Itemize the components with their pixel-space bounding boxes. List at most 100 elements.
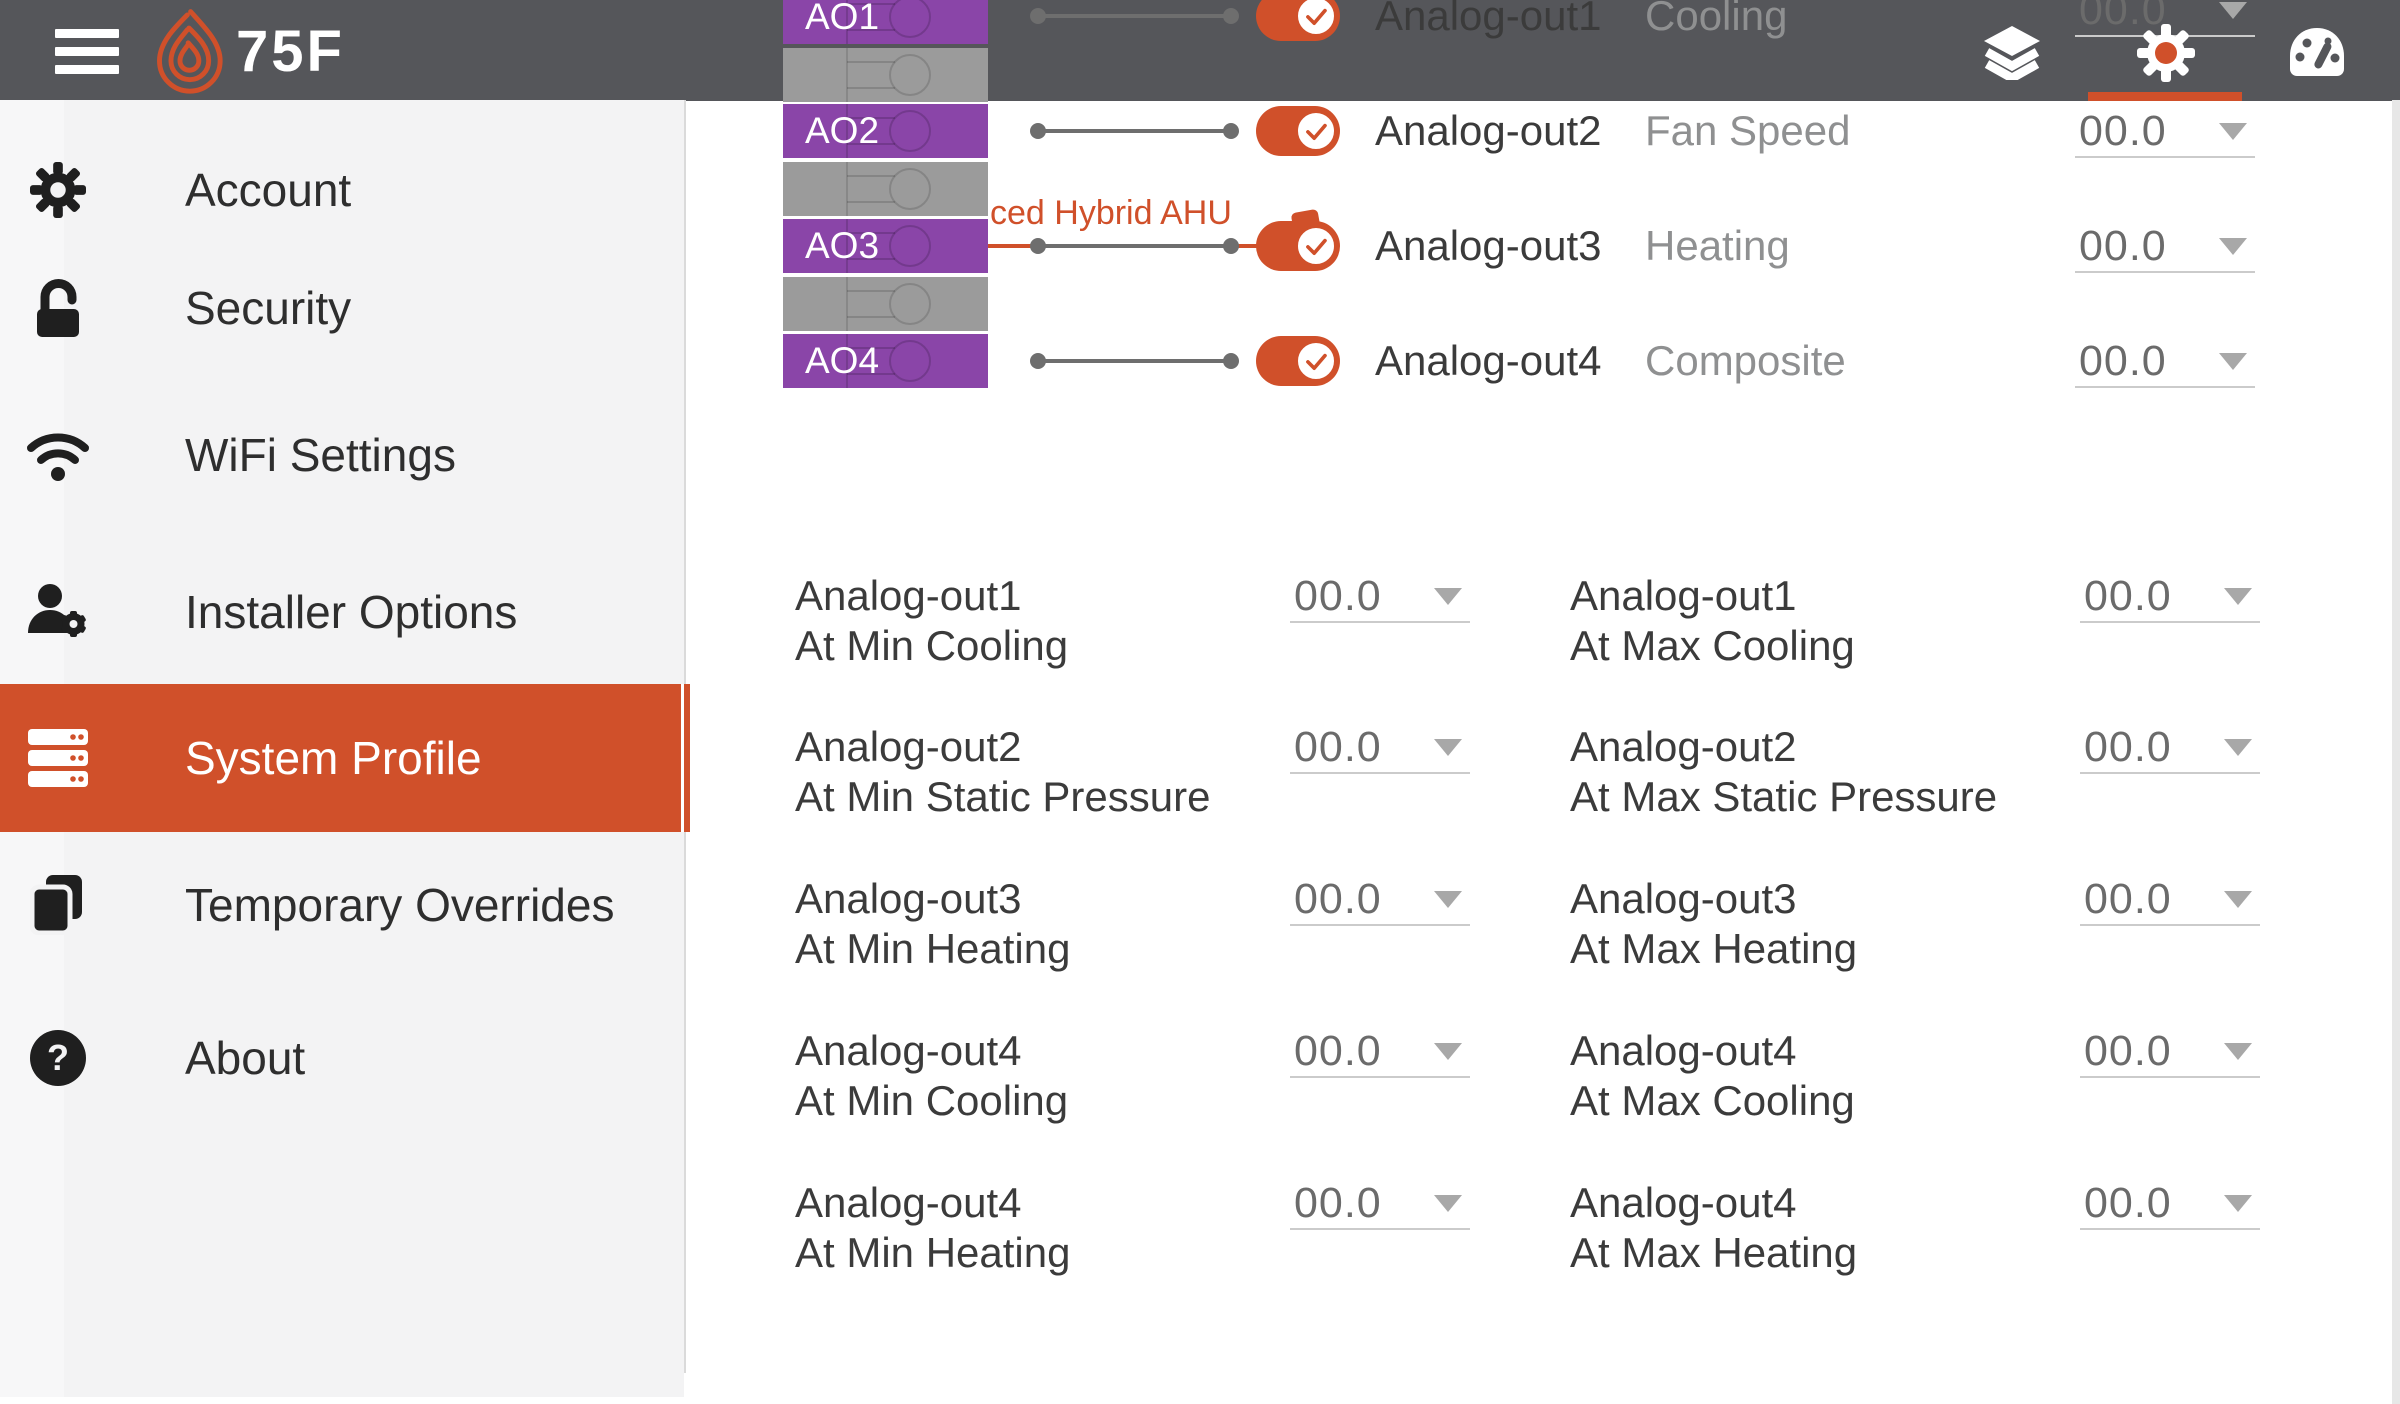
terminal-block-spacer bbox=[783, 48, 988, 102]
dropdown-underline bbox=[2080, 1228, 2260, 1230]
sidebar-item-about[interactable]: ? About bbox=[0, 984, 684, 1132]
gear-icon[interactable] bbox=[2137, 24, 2195, 87]
chevron-down-icon bbox=[2219, 123, 2247, 140]
limit-label-line1: Analog-out4 bbox=[1570, 1027, 1797, 1074]
limit-label-line1: Analog-out4 bbox=[795, 1179, 1022, 1226]
wire-endpoint bbox=[1223, 123, 1239, 139]
terminal-block-spacer bbox=[783, 277, 988, 331]
analog-out1-value-dropdown[interactable]: 00.0 bbox=[2075, 0, 2255, 37]
at-min-cooling-4-dropdown[interactable]: 00.0 bbox=[1290, 1024, 1470, 1078]
sidebar-item-label: Security bbox=[185, 282, 352, 334]
toggle-check-icon bbox=[1295, 0, 1337, 37]
at-max-cooling-4-dropdown[interactable]: 00.0 bbox=[2080, 1024, 2260, 1078]
chevron-down-icon bbox=[1434, 891, 1462, 908]
terminal-block-ao3[interactable]: AO3 bbox=[783, 219, 988, 273]
dropdown-underline bbox=[1290, 924, 1470, 926]
dropdown-underline bbox=[2075, 271, 2255, 273]
dropdown-underline bbox=[1290, 1228, 1470, 1230]
limit-label-line2: At Max Heating bbox=[1570, 1229, 1858, 1276]
dropdown-value: 00.0 bbox=[1294, 1179, 1382, 1227]
analog-out3-toggle[interactable] bbox=[1256, 221, 1340, 271]
chevron-down-icon bbox=[1434, 1195, 1462, 1212]
dropdown-value: 00.0 bbox=[1294, 1027, 1382, 1075]
limit-label-line1: Analog-out3 bbox=[1570, 875, 1797, 922]
chevron-down-icon bbox=[2224, 891, 2252, 908]
toggle-check-icon bbox=[1295, 225, 1337, 267]
dropdown-underline bbox=[1290, 772, 1470, 774]
output-name: Analog-out3 bbox=[1375, 222, 1602, 269]
dropdown-value: 00.0 bbox=[1294, 875, 1382, 923]
sidebar-item-wifi-settings[interactable]: WiFi Settings bbox=[0, 381, 684, 529]
analog-out2-toggle[interactable] bbox=[1256, 106, 1340, 156]
wire-endpoint bbox=[1223, 8, 1239, 24]
dropdown-underline bbox=[2075, 386, 2255, 388]
limit-label-line2: At Max Cooling bbox=[1570, 1077, 1855, 1124]
dropdown-underline bbox=[2075, 156, 2255, 158]
wire-endpoint bbox=[1030, 123, 1046, 139]
at-min-heating-4-dropdown[interactable]: 00.0 bbox=[1290, 1176, 1470, 1230]
analog-out1-toggle[interactable] bbox=[1256, 0, 1340, 41]
sidebar-item-temporary-overrides[interactable]: Temporary Overrides bbox=[0, 831, 684, 979]
limit-label-line2: At Min Cooling bbox=[795, 1077, 1069, 1124]
wire bbox=[1038, 14, 1231, 18]
sidebar-item-system-profile[interactable]: System Profile bbox=[0, 684, 690, 832]
75f-flame-logo-icon bbox=[148, 8, 230, 99]
dropdown-underline bbox=[1290, 621, 1470, 623]
dropdown-underline bbox=[2080, 621, 2260, 623]
sidebar-item-security[interactable]: Security bbox=[0, 234, 684, 382]
chevron-down-icon bbox=[1434, 739, 1462, 756]
limit-label-line2: At Max Static Pressure bbox=[1570, 773, 1998, 820]
vertical-scrollbar[interactable] bbox=[2392, 100, 2400, 1404]
dropdown-value: 00.0 bbox=[1294, 723, 1382, 771]
brand-wordmark: 75F bbox=[236, 19, 345, 84]
chevron-down-icon bbox=[2224, 1043, 2252, 1060]
at-min-heating-3-dropdown[interactable]: 00.0 bbox=[1290, 872, 1470, 926]
analog-out4-toggle[interactable] bbox=[1256, 336, 1340, 386]
limit-label-line2: At Min Heating bbox=[795, 1229, 1071, 1276]
sidebar-item-installer-options[interactable]: Installer Options bbox=[0, 538, 684, 686]
analog-out4-value-dropdown[interactable]: 00.0 bbox=[2075, 334, 2255, 388]
chevron-down-icon bbox=[2219, 238, 2247, 255]
chevron-down-icon bbox=[2224, 588, 2252, 605]
at-max-heating-4-dropdown[interactable]: 00.0 bbox=[2080, 1176, 2260, 1230]
limit-label-line1: Analog-out1 bbox=[1570, 572, 1797, 619]
chevron-down-icon bbox=[2219, 353, 2247, 370]
sidebar-divider-gap bbox=[681, 684, 684, 832]
analog-out2-value-dropdown[interactable]: 00.0 bbox=[2075, 104, 2255, 158]
sidebar-item-label: About bbox=[185, 1032, 306, 1084]
limit-label-line1: Analog-out2 bbox=[1570, 723, 1797, 770]
svg-text:?: ? bbox=[47, 1037, 69, 1078]
at-max-cooling-1-dropdown[interactable]: 00.0 bbox=[2080, 569, 2260, 623]
terminal-label: AO4 bbox=[805, 340, 880, 381]
question-circle-icon: ? bbox=[26, 984, 90, 1132]
layers-icon[interactable] bbox=[1984, 26, 2040, 85]
chevron-down-icon bbox=[1434, 1043, 1462, 1060]
analog-out3-value-dropdown[interactable]: 00.0 bbox=[2075, 219, 2255, 273]
at-max-static-pressure-dropdown[interactable]: 00.0 bbox=[2080, 720, 2260, 774]
dropdown-value: 00.0 bbox=[2084, 572, 2172, 620]
at-max-heating-3-dropdown[interactable]: 00.0 bbox=[2080, 872, 2260, 926]
at-min-cooling-1-dropdown[interactable]: 00.0 bbox=[1290, 569, 1470, 623]
dashboard-gauge-icon[interactable] bbox=[2288, 28, 2346, 81]
output-name: Analog-out1 bbox=[1375, 0, 1602, 39]
dropdown-value: 00.0 bbox=[1294, 572, 1382, 620]
dropdown-value: 00.0 bbox=[2084, 1179, 2172, 1227]
terminal-block-ao1[interactable]: AO1 bbox=[783, 0, 988, 44]
terminal-block-ao2[interactable]: AO2 bbox=[783, 104, 988, 158]
terminal-label: AO2 bbox=[805, 110, 880, 151]
at-min-static-pressure-dropdown[interactable]: 00.0 bbox=[1290, 720, 1470, 774]
hamburger-menu-icon[interactable] bbox=[55, 29, 119, 74]
dropdown-underline bbox=[2080, 924, 2260, 926]
terminal-block-ao4[interactable]: AO4 bbox=[783, 334, 988, 388]
limit-label-line1: Analog-out3 bbox=[795, 875, 1022, 922]
chevron-down-icon bbox=[2219, 2, 2247, 19]
wire-endpoint bbox=[1030, 238, 1046, 254]
limit-label-line2: At Min Heating bbox=[795, 925, 1071, 972]
toggle-check-icon bbox=[1295, 340, 1337, 382]
chevron-down-icon bbox=[2224, 739, 2252, 756]
sidebar-item-label: System Profile bbox=[185, 732, 482, 784]
chevron-down-icon bbox=[2224, 1195, 2252, 1212]
wifi-icon bbox=[26, 381, 90, 529]
terminal-block-spacer bbox=[783, 162, 988, 216]
sidebar-item-account[interactable]: Account bbox=[0, 116, 684, 264]
